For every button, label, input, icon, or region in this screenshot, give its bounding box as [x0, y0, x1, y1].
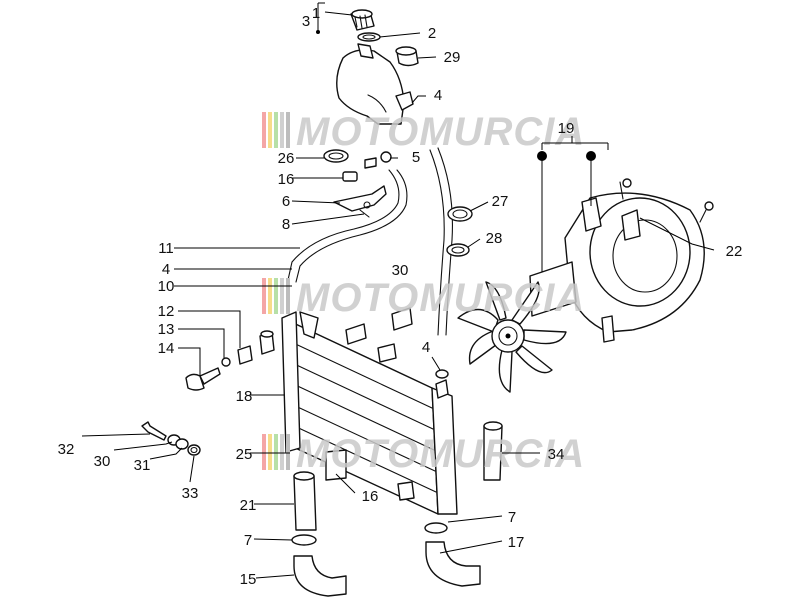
callout-33: 33	[182, 485, 199, 502]
callout-15: 15	[240, 571, 257, 588]
hose-clamp-a	[447, 206, 473, 222]
callout-27: 27	[492, 193, 509, 210]
callout-29: 29	[444, 49, 461, 66]
radiator-clamp	[435, 369, 449, 379]
callout-3: 3	[302, 13, 310, 30]
callout-30: 30	[392, 262, 409, 279]
callout-7: 7	[244, 532, 252, 549]
watermark-stripe	[274, 112, 278, 148]
watermark-stripe	[268, 278, 272, 314]
callout-31: 31	[134, 457, 151, 474]
watermark-text: MOTOMURCIA	[296, 432, 585, 476]
lower-fasteners	[141, 421, 201, 456]
callout-22: 22	[726, 243, 743, 260]
callout-28: 28	[486, 230, 503, 247]
watermark-text: MOTOMURCIA	[296, 110, 585, 154]
rubber-pad	[395, 46, 419, 67]
callout-16: 16	[362, 488, 379, 505]
callout-21: 21	[240, 497, 257, 514]
cooling-fan	[457, 281, 567, 393]
callout-4: 4	[162, 261, 170, 278]
callout-25: 25	[236, 446, 253, 463]
watermark-text: MOTOMURCIA	[296, 276, 585, 320]
callout-1: 1	[312, 5, 320, 22]
watermark-stripe	[286, 112, 290, 148]
watermark-stripe	[262, 112, 266, 148]
callout-13: 13	[158, 321, 175, 338]
elbow-hose-right	[425, 541, 481, 587]
callout-12: 12	[158, 303, 175, 320]
callout-10: 10	[158, 278, 175, 295]
watermark-stripe	[280, 278, 284, 314]
watermark-stripe	[286, 434, 290, 470]
cap-gasket	[357, 32, 381, 42]
watermark-stripe	[262, 278, 266, 314]
watermark-stripe	[268, 112, 272, 148]
callout-19: 19	[558, 120, 575, 137]
tank-cap	[350, 9, 375, 31]
callout-30: 30	[94, 453, 111, 470]
callout-14: 14	[158, 340, 175, 357]
watermark-logo: MOTOMURCIA	[262, 432, 585, 476]
watermark-stripe	[274, 278, 278, 314]
fan-shroud	[564, 178, 714, 343]
watermark-stripe	[286, 278, 290, 314]
watermark-logo: MOTOMURCIA	[262, 110, 585, 154]
callout-5: 5	[412, 149, 420, 166]
watermark-stripe	[268, 434, 272, 470]
expansion-tank	[336, 43, 414, 125]
callout-18: 18	[236, 388, 253, 405]
watermark-logo: MOTOMURCIA	[262, 276, 585, 320]
callout-17: 17	[508, 534, 525, 551]
tank-hose	[295, 169, 408, 283]
callout-4: 4	[434, 87, 442, 104]
watermark-stripe	[274, 434, 278, 470]
watermarks: MOTOMURCIA MOTOMURCIA MOTOMURCIA	[262, 110, 585, 476]
tank-bracket	[333, 151, 392, 218]
callout-7: 7	[508, 509, 516, 526]
tank-clamp	[323, 149, 349, 163]
leader-lines	[81, 2, 715, 579]
radiator-mount-fasteners	[185, 330, 275, 391]
watermark-stripe	[262, 434, 266, 470]
watermark-stripe	[280, 112, 284, 148]
callout-16: 16	[278, 171, 295, 188]
hose-clamp-left	[291, 534, 317, 546]
parts-drawing	[141, 9, 714, 597]
hose-clamp-b	[446, 243, 470, 257]
callout-11: 11	[158, 240, 174, 257]
callout-6: 6	[282, 193, 290, 210]
watermark-stripe	[280, 434, 284, 470]
hose-clamp-right	[424, 522, 448, 534]
breather-hose	[429, 149, 445, 336]
callout-34: 34	[548, 446, 565, 463]
radiator	[281, 307, 458, 515]
lower-hose-left	[293, 471, 317, 531]
callout-26: 26	[278, 150, 295, 167]
callout-2: 2	[428, 25, 436, 42]
callout-4: 4	[422, 339, 430, 356]
callout-32: 32	[58, 441, 75, 458]
elbow-hose-left	[293, 555, 347, 597]
coolant-pipe	[483, 421, 503, 481]
callout-8: 8	[282, 216, 290, 233]
